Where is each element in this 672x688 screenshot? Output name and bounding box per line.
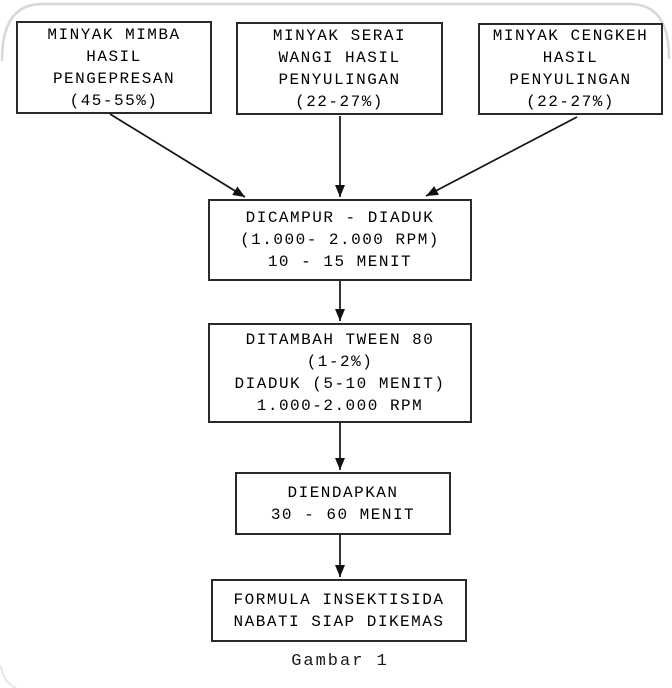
node-diendapkan: DIENDAPKAN 30 - 60 MENIT	[235, 472, 451, 535]
arrow-mimba-to-dicampur	[109, 113, 246, 198]
node-ditambah-tween-80: DITAMBAH TWEEN 80 (1-2%) DIADUK (5-10 ME…	[208, 323, 472, 423]
node-formula-insektisida: FORMULA INSEKTISIDA NABATI SIAP DIKEMAS	[211, 579, 467, 642]
node-dicampur-diaduk: DICAMPUR - DIADUK (1.000- 2.000 RPM) 10 …	[208, 199, 472, 281]
node-minyak-serai-wangi-label: MINYAK SERAI WANGI HASIL PENYULINGAN (22…	[272, 26, 407, 111]
node-minyak-cengkeh: MINYAK CENGKEH HASIL PENYULINGAN (22-27%…	[478, 23, 663, 115]
node-ditambah-tween-80-label: DITAMBAH TWEEN 80 (1-2%) DIADUK (5-10 ME…	[234, 331, 446, 415]
node-dicampur-diaduk-label: DICAMPUR - DIADUK (1.000- 2.000 RPM) 10 …	[240, 209, 440, 271]
page-frame-bottom-left-corner	[0, 665, 17, 688]
node-formula-insektisida-label: FORMULA INSEKTISIDA NABATI SIAP DIKEMAS	[233, 590, 445, 631]
node-diendapkan-label: DIENDAPKAN 30 - 60 MENIT	[270, 483, 416, 524]
node-minyak-mimba-label: MINYAK MIMBA HASIL PENGEPRESAN (45-55%)	[47, 25, 181, 110]
figure-caption: Gambar 1	[291, 652, 389, 671]
node-minyak-cengkeh-label: MINYAK CENGKEH HASIL PENYULINGAN (22-27%…	[492, 27, 649, 111]
node-minyak-serai-wangi: MINYAK SERAI WANGI HASIL PENYULINGAN (22…	[236, 22, 443, 115]
node-minyak-mimba: MINYAK MIMBA HASIL PENGEPRESAN (45-55%)	[16, 21, 212, 114]
arrow-cengkeh-to-dicampur	[425, 116, 578, 197]
